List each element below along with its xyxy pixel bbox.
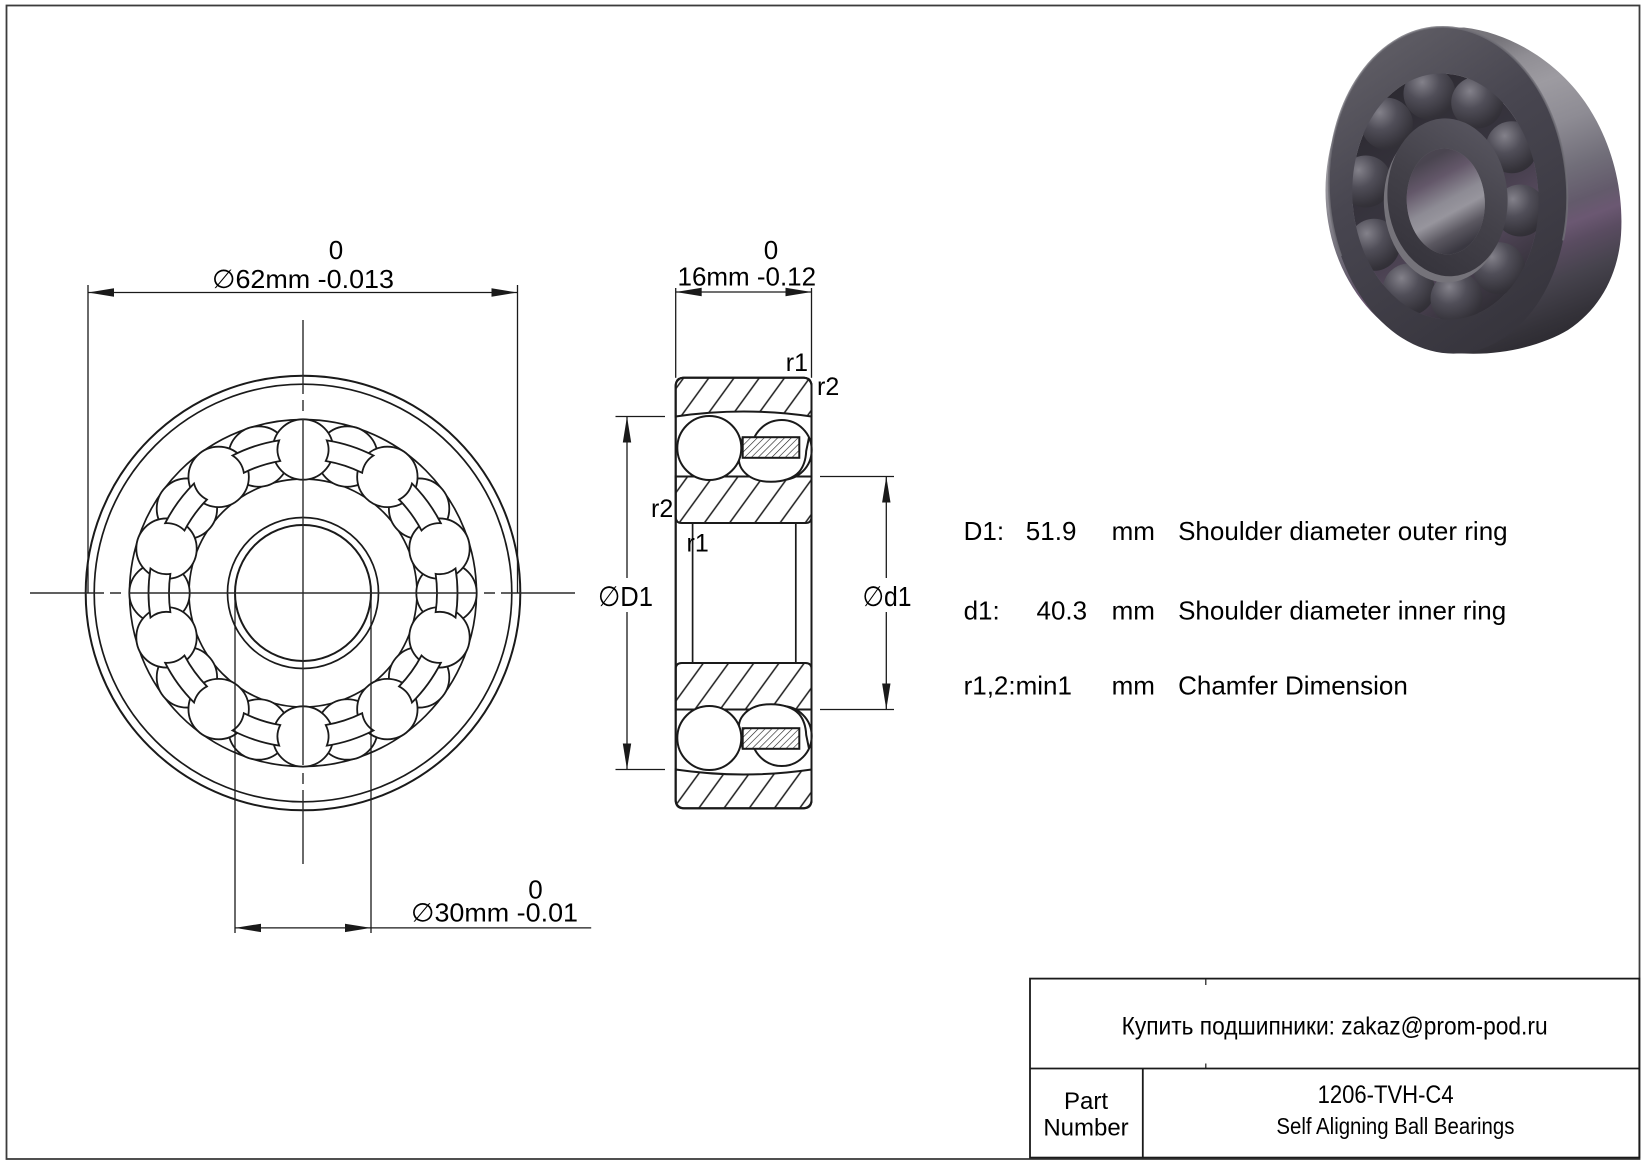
spec-row-2-description: Chamfer Dimension bbox=[1178, 671, 1408, 701]
label-d1: ∅d1 bbox=[863, 581, 912, 612]
spec-row-2-label: r1,2:min1 bbox=[964, 671, 1072, 701]
bearing-inner-ring bbox=[1387, 118, 1508, 277]
cage-section-top-hatch bbox=[741, 436, 801, 459]
dimension-od-62 bbox=[87, 285, 519, 593]
bearing-bore bbox=[1406, 148, 1485, 255]
inner-ring-section-bottom bbox=[674, 662, 813, 711]
dimension-arrowhead bbox=[235, 923, 261, 933]
label-r2-inner: r2 bbox=[651, 495, 673, 523]
ball-front-row bbox=[408, 517, 471, 580]
spec-row-0-label: D1: bbox=[964, 516, 1004, 546]
section-outline-top bbox=[674, 376, 813, 810]
label-r1-outer: r1 bbox=[786, 349, 808, 377]
spec-row-2-unit: mm bbox=[1112, 671, 1155, 701]
ball-front-row bbox=[356, 445, 419, 509]
label-D1: ∅D1 bbox=[598, 581, 653, 612]
cage-prong-bottom-outline bbox=[737, 703, 810, 749]
titleblock-part-label-2: Number bbox=[1043, 1115, 1128, 1142]
label-r2-outer: r2 bbox=[817, 373, 839, 401]
cage-bar bbox=[230, 711, 282, 747]
ball-front-row bbox=[187, 677, 250, 741]
spec-row-1-value: 40.3 bbox=[1037, 596, 1088, 626]
titleblock-product-type: Self Aligning Ball Bearings bbox=[1276, 1113, 1514, 1139]
dimension-arrowhead bbox=[345, 923, 371, 933]
dimension-arrowhead bbox=[88, 288, 114, 297]
bearing-rim-highlight bbox=[1327, 25, 1569, 259]
ball-front-row bbox=[187, 445, 250, 509]
section-ball-front-top bbox=[676, 415, 743, 481]
bore-dimension-text: ∅30mm -0.01 bbox=[411, 898, 578, 928]
cage-bar bbox=[324, 439, 376, 475]
outer-ring-section-bottom-hatch bbox=[674, 768, 813, 810]
ball-front-row bbox=[135, 606, 198, 669]
render-ball bbox=[1403, 67, 1456, 120]
dimension-D1 bbox=[615, 415, 665, 771]
page-border bbox=[5, 4, 1641, 1160]
spec-row-1-description: Shoulder diameter inner ring bbox=[1178, 596, 1506, 626]
cage-bar bbox=[230, 439, 282, 475]
titleblock-part-number: 1206-TVH-C4 bbox=[1318, 1081, 1454, 1109]
spec-row-1-label: d1: bbox=[964, 596, 1000, 626]
dimension-arrowhead bbox=[675, 287, 702, 297]
dimension-arrowhead bbox=[491, 288, 518, 297]
cage-bar bbox=[397, 481, 443, 533]
dimension-bore-30 bbox=[234, 595, 592, 933]
render-ball bbox=[1430, 272, 1483, 325]
ball-front-row bbox=[135, 517, 198, 580]
titleblock-part-label-1: Part bbox=[1064, 1088, 1108, 1115]
cage-bar bbox=[163, 653, 209, 705]
front-view-centerlines bbox=[30, 320, 575, 864]
dimension-arrowhead bbox=[882, 683, 891, 710]
spec-row-0-description: Shoulder diameter outer ring bbox=[1178, 516, 1508, 546]
cage-bar bbox=[324, 711, 376, 747]
ball-front-row bbox=[408, 606, 471, 669]
title-block bbox=[1029, 977, 1641, 1159]
inner-ring-section-top bbox=[674, 475, 813, 524]
spec-row-0-unit: mm bbox=[1112, 516, 1155, 546]
ball-front-row bbox=[356, 677, 419, 741]
cage-bar bbox=[163, 481, 209, 533]
dimension-arrowhead bbox=[882, 476, 891, 503]
cage-prong-top-outline bbox=[737, 437, 810, 483]
dimension-arrowhead bbox=[785, 287, 812, 297]
width-dimension-text: 16mm -0.12 bbox=[678, 262, 817, 292]
titleblock-contact: Купить подшипники: zakaz@prom-pod.ru bbox=[1122, 1012, 1548, 1040]
spec-row-1-unit: mm bbox=[1112, 596, 1155, 626]
section-view bbox=[674, 376, 813, 810]
front-view bbox=[84, 374, 522, 812]
label-r1-inner: r1 bbox=[687, 530, 709, 558]
od-tolerance-upper: 0 bbox=[329, 235, 343, 265]
width-tolerance-upper: 0 bbox=[764, 235, 778, 265]
cage-section-bottom-hatch bbox=[741, 727, 801, 750]
bore-tolerance-upper: 0 bbox=[528, 875, 542, 905]
dimension-arrowhead bbox=[622, 743, 632, 770]
od-dimension-text: ∅62mm -0.013 bbox=[212, 264, 394, 294]
dimension-arrowhead bbox=[622, 416, 632, 443]
render-3d bbox=[1325, 25, 1622, 354]
section-ball-front-bottom bbox=[676, 705, 743, 771]
cage-bar bbox=[397, 653, 443, 705]
outer-ring-section-top-hatch bbox=[674, 376, 813, 418]
spec-row-0-value: 51.9 bbox=[1026, 516, 1077, 546]
